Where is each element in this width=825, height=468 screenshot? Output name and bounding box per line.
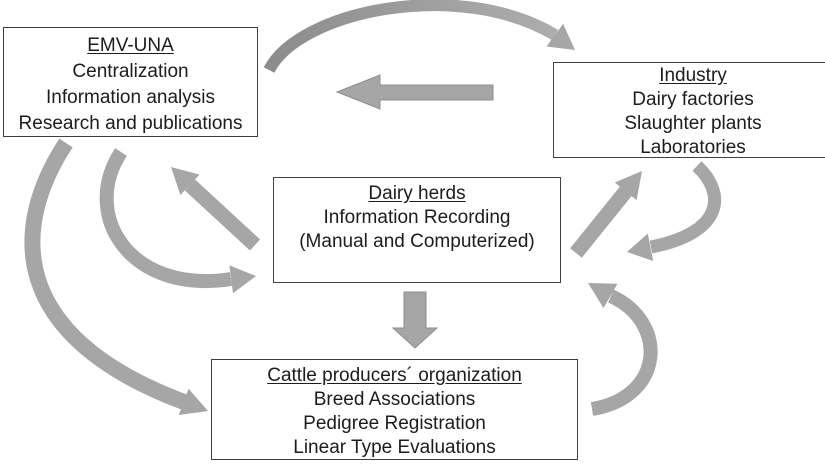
box-cattle-producers-line: Linear Type Evaluations — [293, 437, 496, 458]
box-dairy-herds-line: (Manual and Computerized) — [299, 231, 535, 252]
arrow-cattle-to-dairy-curve — [588, 283, 658, 416]
box-industry-line: Laboratories — [640, 137, 746, 158]
arrow-dairy-to-cattle — [391, 291, 439, 349]
arrow-emv-to-industry-curve — [263, 0, 575, 74]
box-emv-una-title: EMV-UNA — [87, 35, 174, 56]
box-industry-line: Dairy factories — [632, 89, 754, 110]
arrow-dairy-to-industry — [570, 171, 642, 258]
box-cattle-producers-organization: Cattle producers´ organization Breed Ass… — [211, 359, 578, 460]
box-industry-title: Industry — [659, 65, 727, 86]
arrow-industry-to-dairy-curve — [627, 161, 722, 261]
box-emv-una-line: Centralization — [72, 61, 189, 82]
box-industry: Industry Dairy factories Slaughter plant… — [553, 62, 825, 158]
box-dairy-herds-title: Dairy herds — [368, 183, 466, 204]
box-emv-una-line: Information analysis — [46, 87, 215, 108]
box-emv-una-line: Research and publications — [18, 113, 243, 134]
arrow-industry-to-emv — [335, 74, 494, 110]
arrow-emv-to-dairy-curve — [99, 148, 256, 294]
box-cattle-producers-line: Breed Associations — [313, 389, 476, 410]
box-dairy-herds: Dairy herds Information Recording (Manua… — [273, 177, 561, 283]
box-emv-una: EMV-UNA Centralization Information analy… — [3, 27, 258, 137]
box-industry-line: Slaughter plants — [624, 113, 762, 134]
box-cattle-producers-title: Cattle producers´ organization — [267, 365, 522, 386]
box-dairy-herds-line: Information Recording — [323, 207, 511, 228]
box-cattle-producers-line: Pedigree Registration — [303, 413, 486, 434]
arrow-dairy-to-emv — [171, 167, 261, 251]
arrow-emv-to-cattle-curve — [24, 138, 208, 415]
